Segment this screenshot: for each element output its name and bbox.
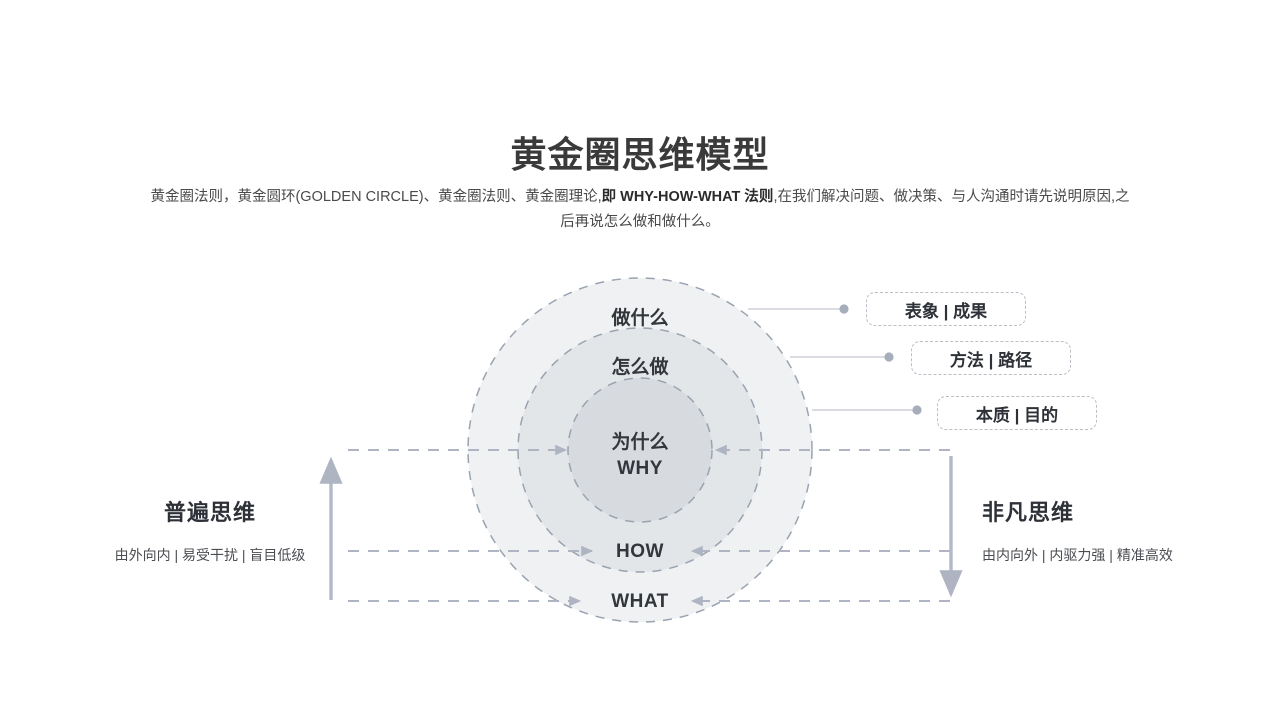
subtitle-part-a: 黄金圈法则，黄金圆环(GOLDEN CIRCLE)、黄金圈法则、黄金圈理论, bbox=[150, 189, 602, 205]
callout-pill-inner[interactable]: 本质 | 目的 bbox=[937, 396, 1097, 430]
ring-label-outer-en: WHAT bbox=[611, 591, 669, 612]
left-panel-caption: 由外向内 | 易受干扰 | 盲目低级 bbox=[114, 547, 306, 563]
left-panel: 普遍思维 由外向内 | 易受干扰 | 盲目低级 bbox=[110, 495, 310, 565]
page-title: 黄金圈思维模型 bbox=[510, 134, 770, 175]
subtitle-part-c: ,在我们解决问题、做决策、与人沟通时请先说明原因,之后再说怎么做和做什么。 bbox=[560, 189, 1130, 230]
callout-dot-outer bbox=[839, 304, 849, 314]
ring-inner-why bbox=[567, 377, 713, 523]
callout-pill-middle[interactable]: 方法 | 路径 bbox=[911, 341, 1071, 375]
callout-dot-inner bbox=[912, 405, 922, 415]
callout-pill-outer[interactable]: 表象 | 成果 bbox=[866, 292, 1026, 326]
callout-dot-middle bbox=[884, 352, 894, 362]
ring-label-middle-en: HOW bbox=[616, 541, 664, 562]
subtitle-part-b-emphasis: 即 WHY-HOW-WHAT 法则 bbox=[601, 189, 774, 205]
left-panel-heading: 普遍思维 bbox=[163, 500, 256, 525]
ring-label-inner-en: WHY bbox=[617, 458, 663, 479]
ring-label-inner-group: 为什么 WHY bbox=[540, 430, 740, 482]
right-panel-heading: 非凡思维 bbox=[982, 500, 1075, 525]
ring-label-middle-cn: 怎么做 bbox=[611, 357, 669, 378]
page-subtitle: 黄金圈法则，黄金圆环(GOLDEN CIRCLE)、黄金圈法则、黄金圈理论,即 … bbox=[150, 185, 1130, 235]
ring-label-inner-cn: 为什么 bbox=[611, 432, 669, 453]
right-panel-caption: 由内向外 | 内驱力强 | 精准高效 bbox=[982, 547, 1173, 563]
ring-label-outer-cn: 做什么 bbox=[611, 308, 669, 329]
right-panel: 非凡思维 由内向外 | 内驱力强 | 精准高效 bbox=[982, 495, 1202, 565]
